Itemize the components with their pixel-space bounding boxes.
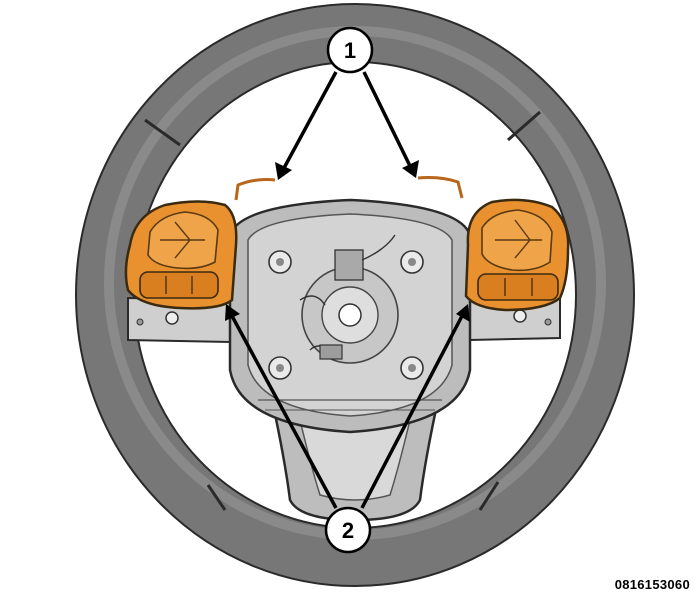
callout-2-leaders [225,304,470,509]
callout-marker-2: 2 [324,506,372,554]
right-switch-pod [417,176,570,312]
callout-label-1: 1 [344,38,356,63]
center-hub [228,198,472,434]
left-switch-pod [124,178,276,310]
callout-marker-1: 1 [326,26,374,74]
figure-id-label: 0816153060 [614,577,690,592]
callout-1-leaders [275,71,419,180]
callout-label-2: 2 [342,518,354,543]
